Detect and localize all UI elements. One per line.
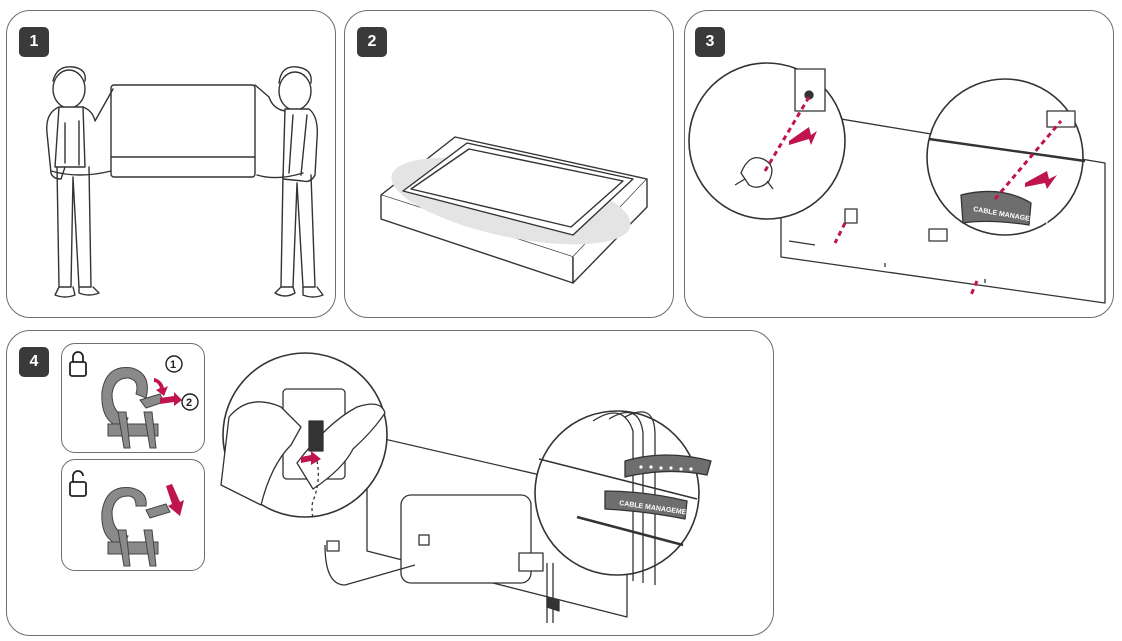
arrow-icon bbox=[789, 127, 1057, 189]
lock-closed-icon bbox=[69, 351, 87, 377]
step-3-panel: 3 bbox=[684, 10, 1114, 318]
step-2-badge: 2 bbox=[357, 27, 387, 57]
arrow-icon bbox=[301, 451, 321, 465]
cable-management-install-illustration: CABLE MANAGEMENT bbox=[688, 62, 1106, 304]
sub-step-1-label: 1 bbox=[170, 359, 176, 371]
clip-unlocked-subpanel bbox=[61, 459, 205, 571]
step-3-badge: 3 bbox=[695, 27, 725, 57]
step-1-badge: 1 bbox=[19, 27, 49, 57]
step-2-panel: 2 bbox=[344, 10, 674, 318]
clip-locked-illustration: 1 2 bbox=[69, 351, 199, 449]
step-1-panel: 1 bbox=[6, 10, 336, 318]
two-people-lifting-tv-illustration bbox=[46, 66, 324, 298]
step-4-badge: 4 bbox=[19, 347, 49, 377]
tv-facedown-on-cushioned-surface-illustration bbox=[380, 136, 648, 284]
cable-routing-illustration: CABLE MANAGEMENT bbox=[220, 352, 712, 623]
clip-locked-subpanel: 1 2 bbox=[61, 343, 205, 453]
step-4-panel: 4 1 2 bbox=[6, 330, 774, 636]
sub-step-2-label: 2 bbox=[186, 397, 192, 409]
clip-unlocked-illustration bbox=[69, 470, 184, 567]
lock-open-icon bbox=[69, 470, 87, 497]
